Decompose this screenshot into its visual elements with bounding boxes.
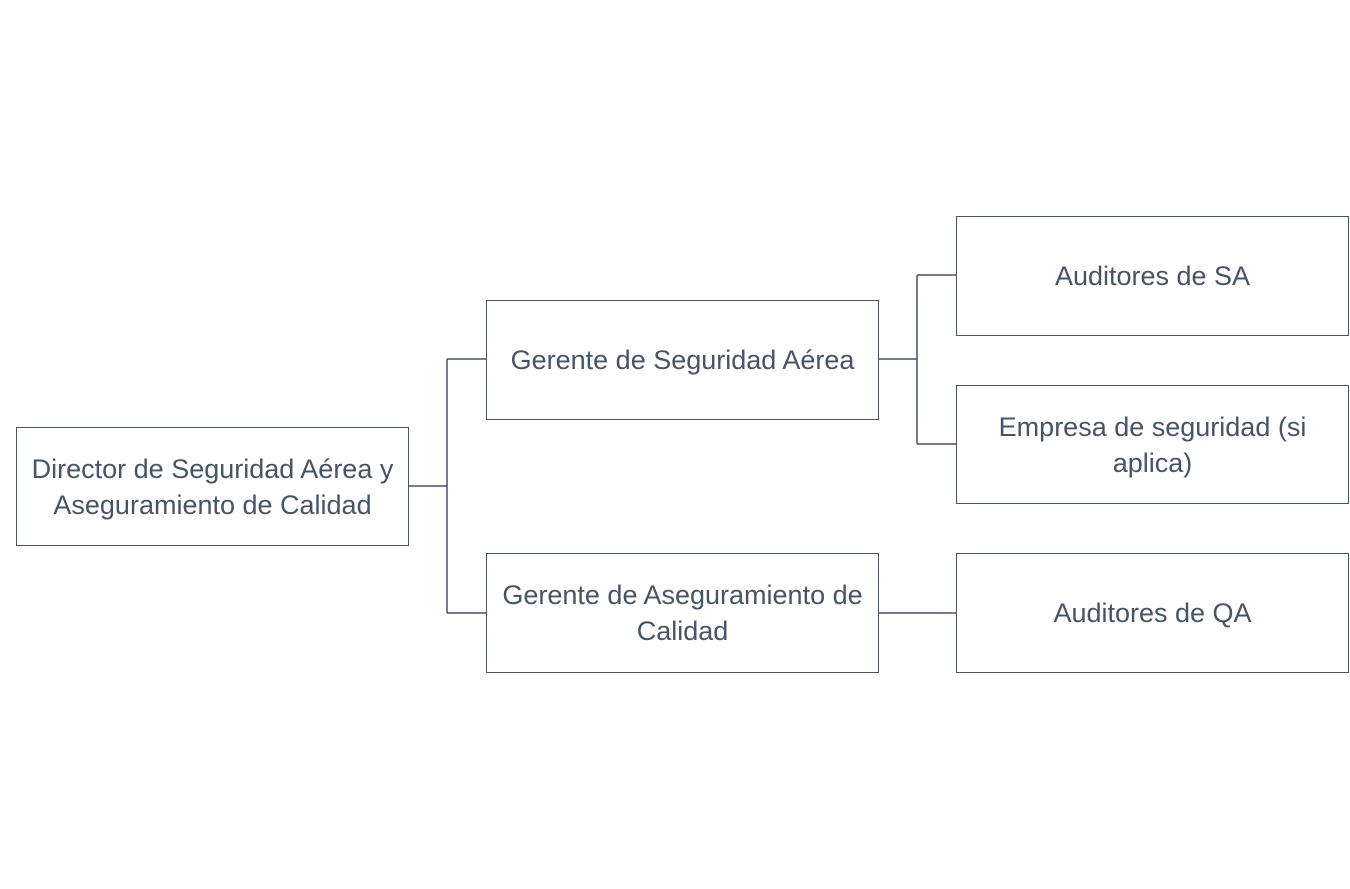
node-gerente-calidad: Gerente de Aseguramiento de Calidad: [486, 553, 879, 673]
node-empresa-seguridad-label: Empresa de seguridad (si aplica): [998, 411, 1307, 478]
node-auditores-qa: Auditores de QA: [956, 553, 1349, 673]
node-gerente-seguridad: Gerente de Seguridad Aérea: [486, 300, 879, 420]
node-auditores-qa-label: Auditores de QA: [1053, 598, 1252, 628]
node-director-label: Director de Seguridad Aérea y Aseguramie…: [31, 453, 394, 520]
node-auditores-sa-label: Auditores de SA: [1054, 261, 1251, 291]
node-empresa-seguridad: Empresa de seguridad (si aplica): [956, 385, 1349, 504]
node-auditores-sa: Auditores de SA: [956, 216, 1349, 336]
node-gerente-calidad-label: Gerente de Aseguramiento de Calidad: [502, 580, 863, 646]
node-gerente-seguridad-label: Gerente de Seguridad Aérea: [510, 345, 855, 375]
node-director: Director de Seguridad Aérea y Aseguramie…: [16, 427, 409, 546]
